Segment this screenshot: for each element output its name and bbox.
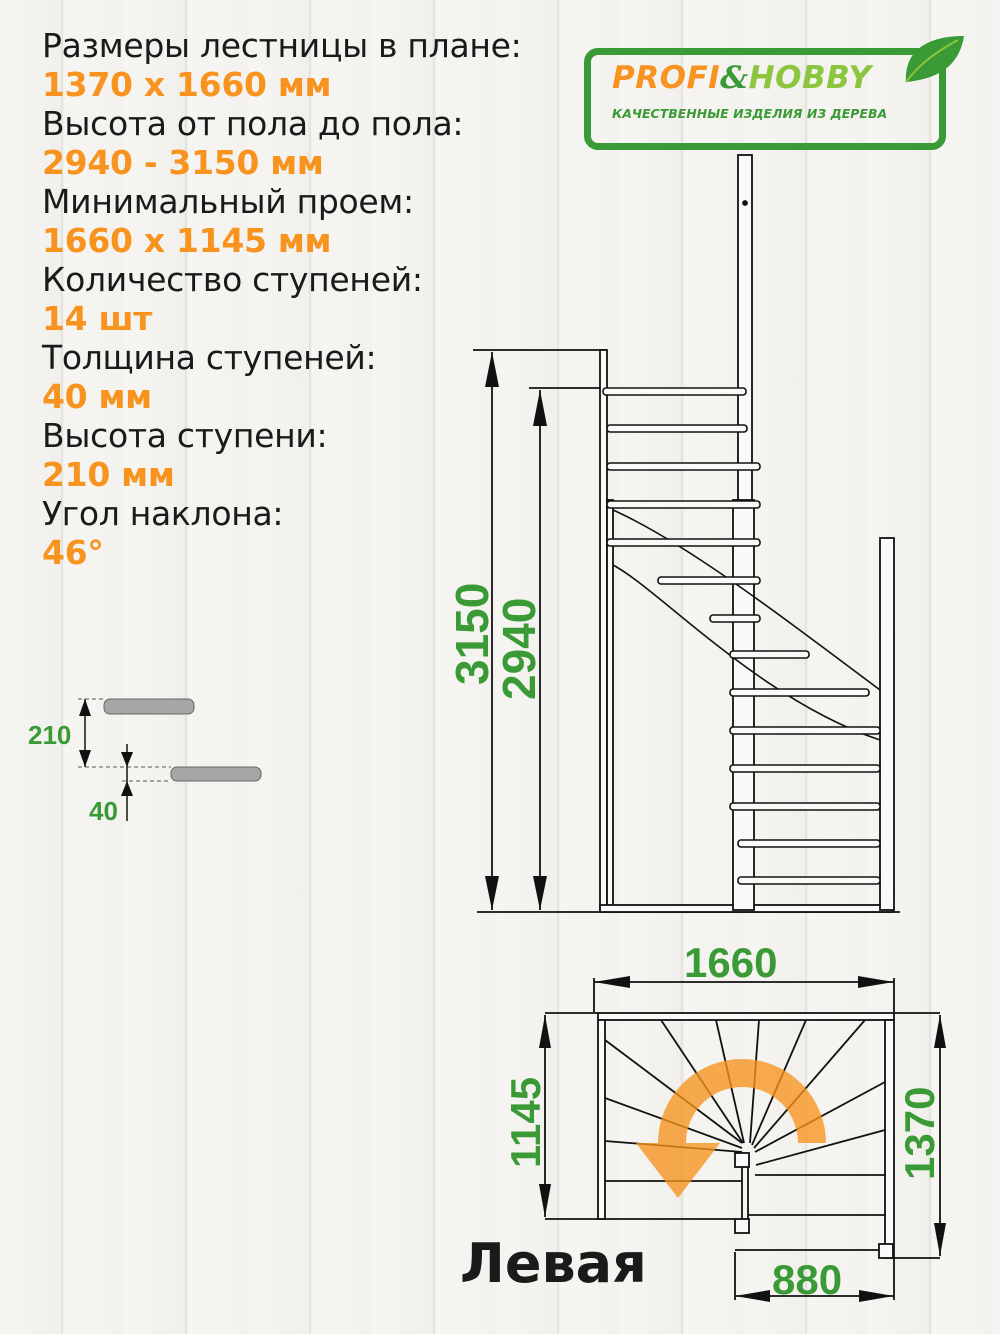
logo-hobby: HOBBY [748, 60, 872, 96]
spec-incline-angle: Угол наклона: 46° [42, 494, 562, 572]
spec-label: Размеры лестницы в плане: [42, 26, 522, 65]
elevation-view: 3150 2940 [446, 154, 900, 913]
opening-depth-label: 1145 [502, 1077, 549, 1168]
plan-width-label: 1660 [684, 939, 777, 986]
spec-plan-size: Размеры лестницы в плане: 1370 x 1660 мм [42, 26, 562, 104]
spec-floor-height: Высота от пола до пола: 2940 - 3150 мм [42, 104, 562, 182]
spec-value: 14 шт [42, 299, 153, 338]
spec-label: Угол наклона: [42, 494, 284, 533]
logo-title: PROFI&HOBBY [612, 60, 871, 96]
spec-value: 1370 x 1660 мм [42, 65, 332, 104]
spec-label: Высота ступени: [42, 416, 328, 455]
rise-label: 210 [28, 720, 71, 750]
spec-step-thickness: Толщина ступеней: 40 мм [42, 338, 562, 416]
staircase-plan [597, 1012, 895, 1259]
logo-frame [584, 48, 946, 150]
spec-label: Высота от пола до пола: [42, 104, 464, 143]
specs-list: Размеры лестницы в плане: 1370 x 1660 мм… [42, 26, 562, 572]
logo-profi: PROFI [612, 60, 721, 96]
height-max-label: 3150 [446, 583, 498, 685]
height-min-label: 2940 [493, 598, 545, 700]
plan-depth-label: 1370 [896, 1087, 943, 1180]
counterclockwise-arrow-icon [636, 1059, 826, 1198]
brand-logo: PROFI&HOBBY КАЧЕСТВЕННЫЕ ИЗДЕЛИЯ ИЗ ДЕРЕ… [578, 30, 968, 150]
spec-step-count: Количество ступеней: 14 шт [42, 260, 562, 338]
lower-step [170, 766, 262, 782]
spec-step-height: Высота ступени: 210 мм [42, 416, 562, 494]
thickness-label: 40 [89, 796, 118, 826]
step-detail-diagram: 210 40 [28, 698, 262, 826]
logo-ampersand: & [720, 60, 749, 96]
spec-label: Минимальный проем: [42, 182, 414, 221]
lower-width-label: 880 [772, 1256, 842, 1303]
spec-value: 46° [42, 533, 104, 572]
upper-step [103, 698, 195, 715]
spec-label: Количество ступеней: [42, 260, 423, 299]
spec-min-opening: Минимальный проем: 1660 x 1145 мм [42, 182, 562, 260]
spec-label: Толщина ступеней: [42, 338, 377, 377]
leaf-icon [905, 36, 964, 83]
spec-value: 1660 x 1145 мм [42, 221, 332, 260]
variant-label: Левая [460, 1232, 647, 1295]
spec-value: 210 мм [42, 455, 175, 494]
logo-tagline: КАЧЕСТВЕННЫЕ ИЗДЕЛИЯ ИЗ ДЕРЕВА [612, 106, 888, 121]
treads [602, 387, 881, 885]
spec-value: 2940 - 3150 мм [42, 143, 324, 182]
spec-value: 40 мм [42, 377, 152, 416]
